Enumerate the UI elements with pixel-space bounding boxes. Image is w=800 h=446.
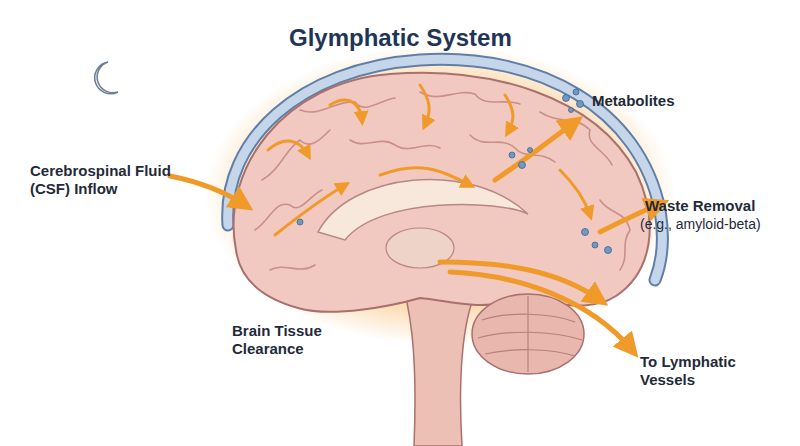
gyrus (262, 130, 330, 180)
dot (592, 242, 598, 248)
lymph-label: To Lymphatic Vessels (640, 353, 760, 389)
metabolite-arrow (495, 122, 575, 180)
fold (478, 332, 582, 340)
example-label: (e.g., amyloid-beta) (640, 216, 761, 233)
dot (605, 247, 612, 254)
gyrus (350, 140, 440, 149)
flow-arrow (505, 95, 513, 132)
flow-arrow (380, 168, 470, 185)
dot (582, 229, 589, 236)
flow-arrow (560, 170, 590, 215)
lymph-arrow (450, 272, 632, 350)
dot (573, 89, 579, 95)
flow-arrows (268, 85, 590, 235)
dot (569, 108, 574, 113)
flow-arrow (275, 185, 345, 235)
gyri-lines (255, 92, 630, 270)
outflow-arrows (170, 122, 660, 350)
dot (297, 219, 303, 225)
clearance-label: Brain Tissue Clearance (232, 322, 347, 358)
waste-label: Waste Removal (645, 197, 755, 215)
metabolites-label: Metabolites (592, 92, 675, 110)
flow-arrow (268, 141, 308, 155)
flow-arrow (420, 85, 429, 125)
cerebellum (472, 294, 584, 374)
metabolite-dots (297, 89, 612, 254)
cerebrum (234, 73, 650, 312)
cerebellum-folds (478, 296, 582, 372)
inflow-label: Cerebrospinal Fluid (CSF) Inflow (30, 162, 205, 198)
diagram-title: Glymphatic System (289, 24, 512, 52)
gyrus (600, 200, 630, 270)
dot (577, 101, 584, 108)
dot (519, 162, 526, 169)
fold (527, 296, 528, 372)
dot (563, 95, 570, 102)
moon-icon (95, 62, 118, 94)
fold (485, 350, 575, 356)
gyrus (270, 265, 315, 270)
flow-arrow (330, 100, 362, 120)
inflow-arrow (170, 176, 245, 205)
dot (528, 148, 533, 153)
orange-glow (205, 45, 675, 345)
lymph-arrow (440, 262, 600, 300)
dot (509, 152, 515, 158)
